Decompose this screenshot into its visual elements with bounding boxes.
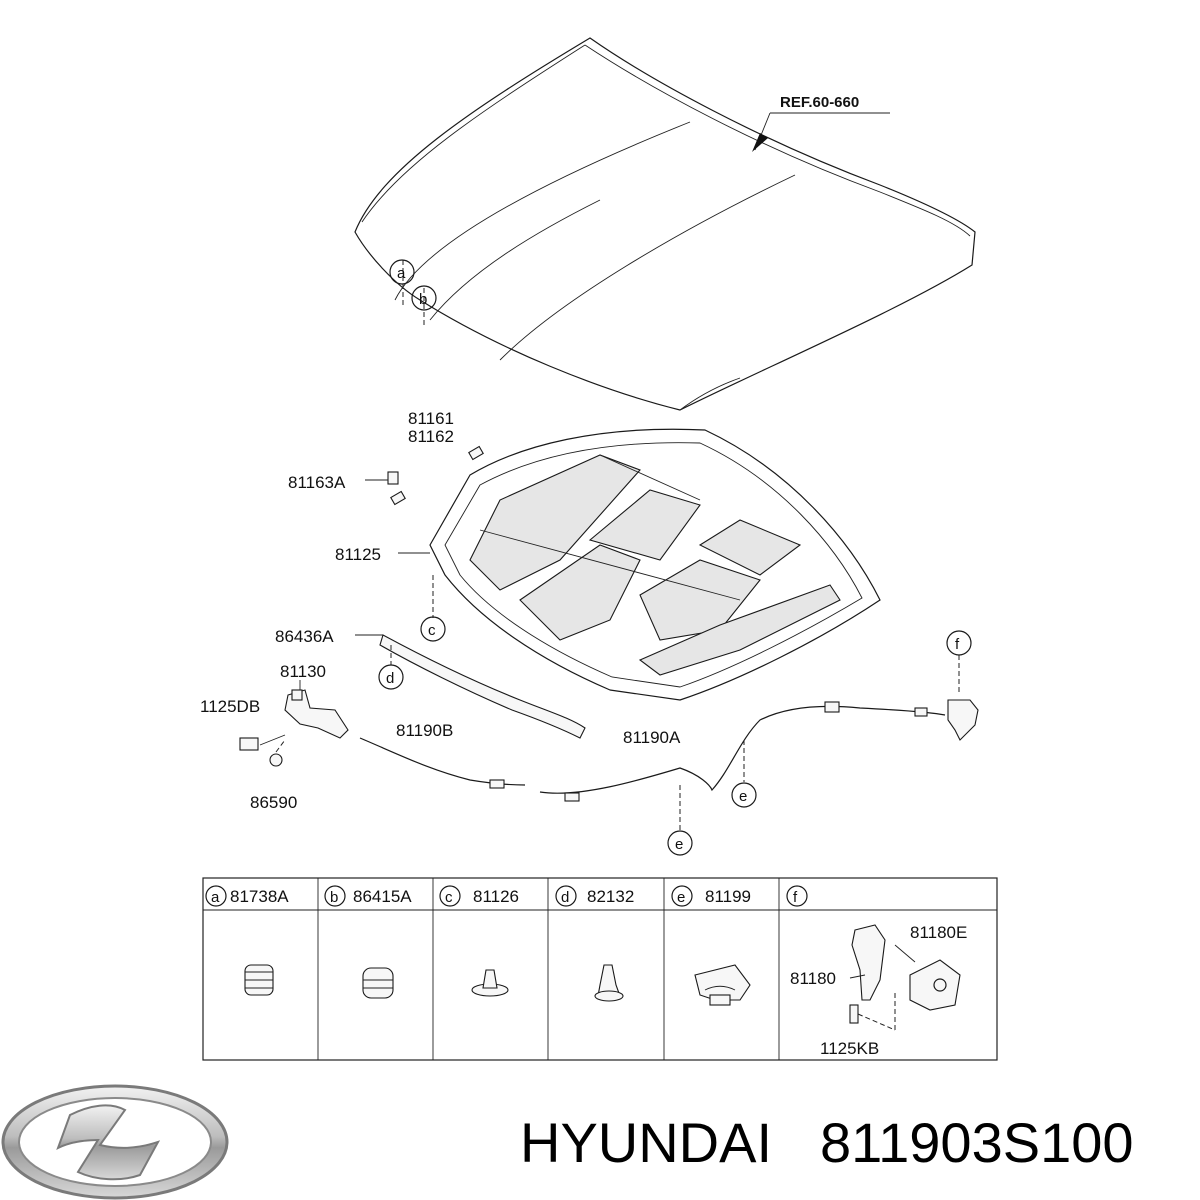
hood-latch: 81130 1125DB 86590 [200,662,349,812]
label-81130: 81130 [280,662,326,681]
ref-label: REF.60-660 [780,94,859,111]
legend-table: a 81738A b 86415A c 81126 d 82132 e 8119… [202,877,998,1061]
legend-header-d: d 82132 [555,885,634,907]
svg-text:d: d [386,670,394,687]
release-handle [947,655,979,741]
part-f-detail: 81180E 81180 1125KB [790,923,967,1058]
callout-c: c [420,616,446,642]
part-81738A [244,964,274,996]
hood-strut: 81161 81162 81163A [288,409,484,506]
legend-header-c: c 81126 [439,885,519,907]
svg-text:a: a [211,889,220,906]
label-81190A: 81190A [623,728,681,747]
label-81180E: 81180E [910,923,967,942]
svg-text:c: c [428,622,436,639]
label-81162: 81162 [408,427,454,446]
part-86415A [362,967,394,999]
part-81199 [694,964,751,1006]
callout-a: a [389,259,415,285]
legend-header-b: b 86415A [324,885,412,907]
svg-text:e: e [739,788,747,805]
svg-text:c: c [445,889,453,906]
callout-d: d [378,664,404,690]
legend-header-e: e 81199 [671,885,751,907]
release-cable-b: 81190B [359,721,526,789]
weatherstrip: 86436A [275,627,586,739]
svg-text:d: d [561,889,569,906]
part-81126 [471,969,509,997]
svg-text:a: a [397,265,406,282]
svg-text:86415A: 86415A [353,887,412,906]
label-1125DB: 1125DB [200,697,260,716]
hyundai-logo [1,1084,229,1200]
part-number: 811903S100 [820,1111,1134,1174]
legend-header-f: f [786,885,808,907]
legend-header-a: a 81738A [205,885,289,907]
label-86590: 86590 [250,793,297,812]
svg-text:e: e [675,836,683,853]
svg-text:f: f [955,636,960,653]
hood-panel: REF.60-660 [354,37,976,411]
label-1125KB: 1125KB [820,1039,879,1058]
svg-text:81738A: 81738A [230,887,289,906]
svg-text:81126: 81126 [473,887,519,906]
brand-name: HYUNDAI [520,1111,772,1174]
callout-f: f [946,630,972,656]
callout-b: b [411,285,437,311]
callout-e-upper: e [731,782,757,808]
label-86436A: 86436A [275,627,334,646]
svg-text:b: b [330,889,338,906]
label-81190B: 81190B [396,721,453,740]
label-81163A: 81163A [288,473,346,492]
part-82132 [594,964,624,1002]
label-81161: 81161 [408,409,454,428]
release-cable-a: 81190A [539,701,946,830]
svg-text:81199: 81199 [705,887,751,906]
label-81180: 81180 [790,969,836,988]
svg-text:f: f [793,889,798,906]
svg-text:82132: 82132 [587,887,634,906]
hood-insulator: 81125 [335,428,881,701]
svg-text:b: b [419,291,427,308]
callout-e-lower: e [667,830,693,856]
svg-text:e: e [677,889,685,906]
label-81125: 81125 [335,545,381,564]
